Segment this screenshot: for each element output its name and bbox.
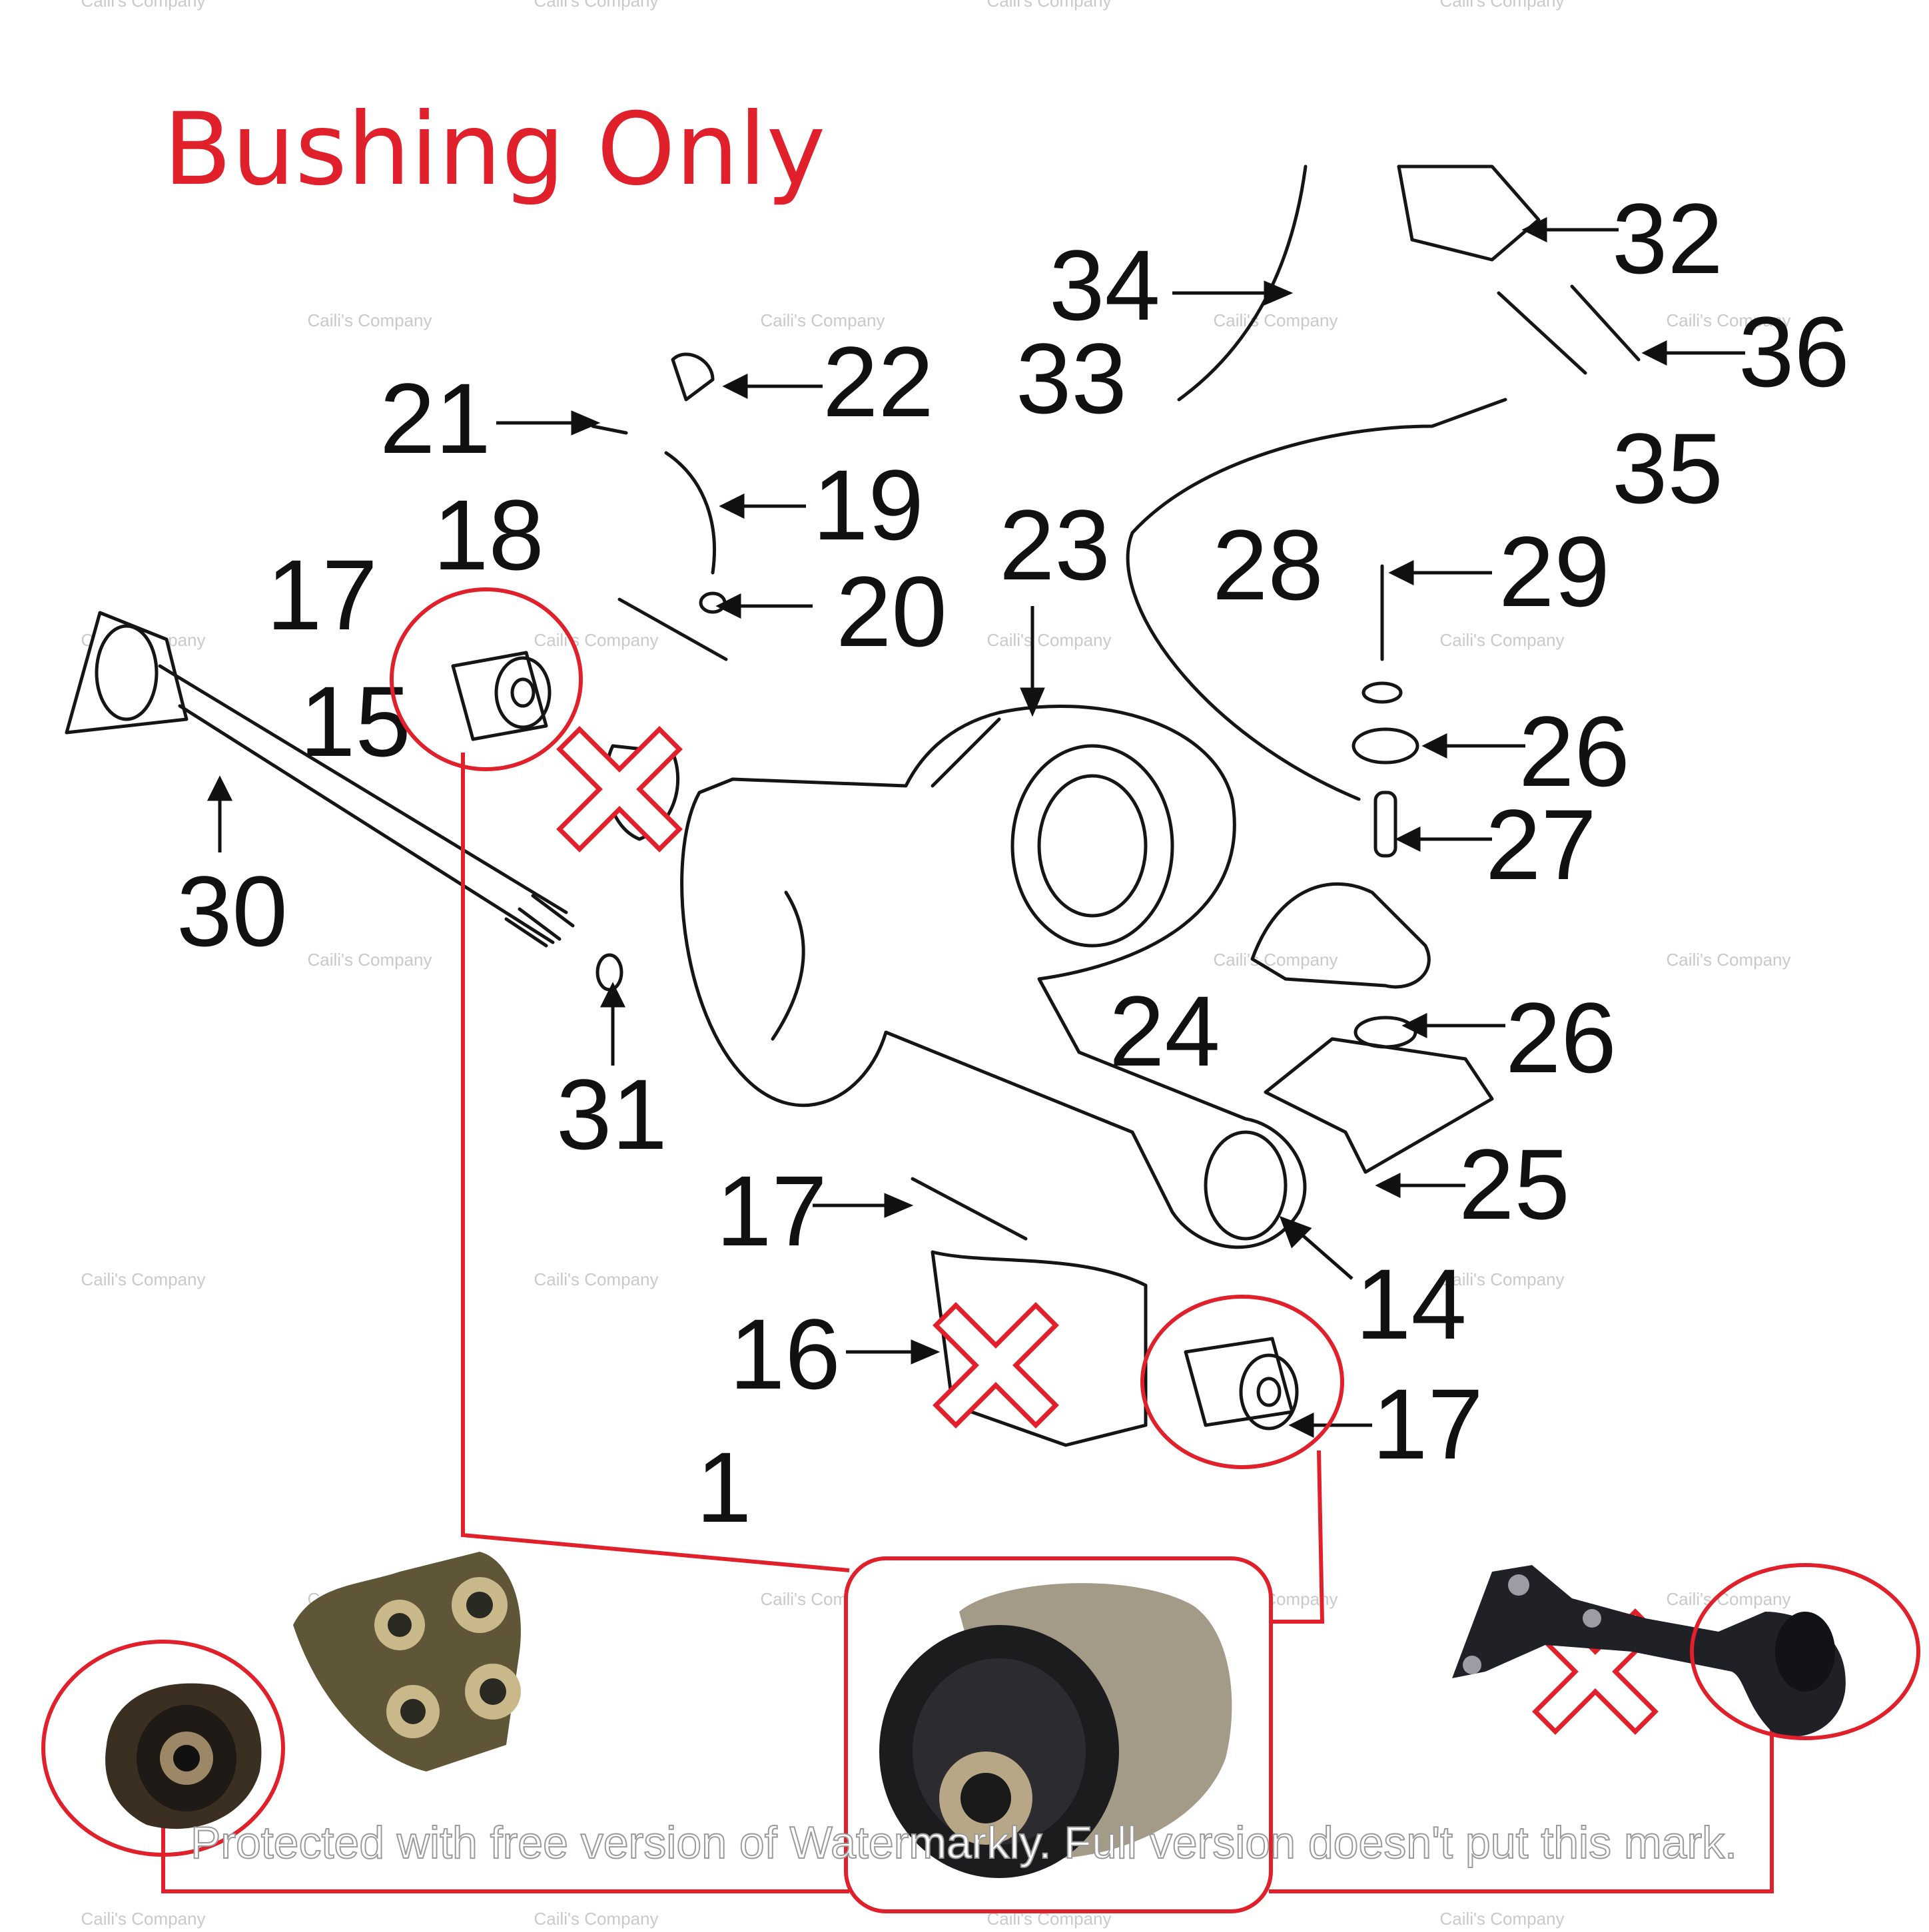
connector-line-bottom-right: [1269, 1718, 1774, 1893]
small-watermark: Caili's Company: [1439, 630, 1564, 650]
axle-shaft-drawing: [65, 611, 575, 948]
part-label: 17: [716, 1155, 827, 1267]
small-watermark: Caili's Company: [307, 950, 432, 970]
small-watermark: Caili's Company: [986, 0, 1111, 11]
small-watermark: Caili's Company: [81, 0, 205, 11]
part-label: 32: [1612, 182, 1723, 294]
part-label: 17: [1372, 1368, 1483, 1480]
small-watermark: Caili's Company: [986, 630, 1111, 650]
small-watermark: Caili's Company: [1213, 950, 1338, 970]
part-label: 24: [1109, 975, 1220, 1087]
bushing-photo: [844, 1556, 1273, 1913]
bracket-with-bushing-photo: [41, 1552, 521, 1857]
leader-arrows: [206, 216, 1745, 1439]
part-label: 15: [300, 665, 411, 777]
small-watermark: Caili's Company: [534, 630, 658, 650]
small-watermark: Caili's Company: [534, 1269, 658, 1289]
highlight-circle-photo-right: [1690, 1563, 1920, 1740]
watermarkly-notice: Protected with free version of Watermark…: [191, 1817, 1737, 1868]
part-labels: 34 32 36 22 21 33 35 19 23 28 29 18 17 2…: [177, 182, 1850, 1543]
red-annotations: [161, 587, 1774, 1893]
part-label: 18: [433, 479, 544, 591]
page-title: Bushing Only: [163, 92, 826, 208]
part-label: 19: [813, 449, 924, 561]
small-watermark: Caili's Company: [1439, 1269, 1564, 1289]
part-label: 25: [1459, 1128, 1570, 1240]
part-label: 20: [836, 555, 947, 667]
small-watermark: Caili's Company: [307, 310, 432, 330]
small-watermark: Caili's Company: [81, 1909, 205, 1929]
part-label: 14: [1355, 1248, 1467, 1360]
small-watermark: Caili's Company: [534, 0, 658, 11]
small-watermark: Caili's Company: [1666, 950, 1790, 970]
part-label: 29: [1499, 515, 1610, 627]
part-label: 28: [1212, 509, 1324, 621]
exclude-x-icon: [556, 726, 683, 852]
small-watermark: Caili's Company: [760, 310, 885, 330]
part-label: 23: [999, 489, 1110, 601]
highlight-circle-photo-left: [41, 1640, 285, 1857]
part-label: 31: [556, 1058, 667, 1170]
small-watermark: Caili's Company: [1666, 1589, 1790, 1609]
part-label: 21: [380, 362, 491, 474]
connector-line-bottom-left: [161, 1811, 849, 1893]
highlight-circle-bushing-bottom: [1140, 1295, 1344, 1469]
small-watermark: Caili's Company: [534, 1909, 658, 1929]
part-label: 17: [266, 539, 378, 651]
part-label: 33: [1016, 322, 1127, 434]
part-label: 36: [1738, 296, 1850, 408]
part-label: 22: [823, 326, 934, 438]
bushing-17-top: [451, 651, 552, 741]
part-label: 27: [1485, 789, 1597, 900]
part-label: 26: [1505, 982, 1617, 1094]
part-label: 1: [696, 1431, 751, 1543]
arm-bracket-photo: [1452, 1563, 1920, 1740]
small-watermark: Caili's Company: [1213, 310, 1338, 330]
exclude-x-icon: [933, 1302, 1059, 1429]
connector-line-left: [461, 753, 850, 1572]
bushing-17-bottom: [1184, 1337, 1299, 1431]
highlight-circle-bushing-top: [390, 587, 583, 771]
connector-line-right: [1269, 1450, 1325, 1624]
small-watermark: Caili's Company: [1439, 0, 1564, 11]
part-label: 26: [1519, 695, 1630, 807]
small-watermark: Caili's Company: [81, 1269, 205, 1289]
part-label: 35: [1612, 412, 1723, 524]
part-label: 30: [177, 855, 288, 967]
differential-housing-drawing: [680, 705, 1307, 1249]
part-label: 16: [729, 1298, 841, 1410]
part-label: 34: [1049, 229, 1160, 341]
small-watermark: Caili's Company: [1666, 310, 1790, 330]
small-watermark: Caili's Company: [1439, 1909, 1564, 1929]
